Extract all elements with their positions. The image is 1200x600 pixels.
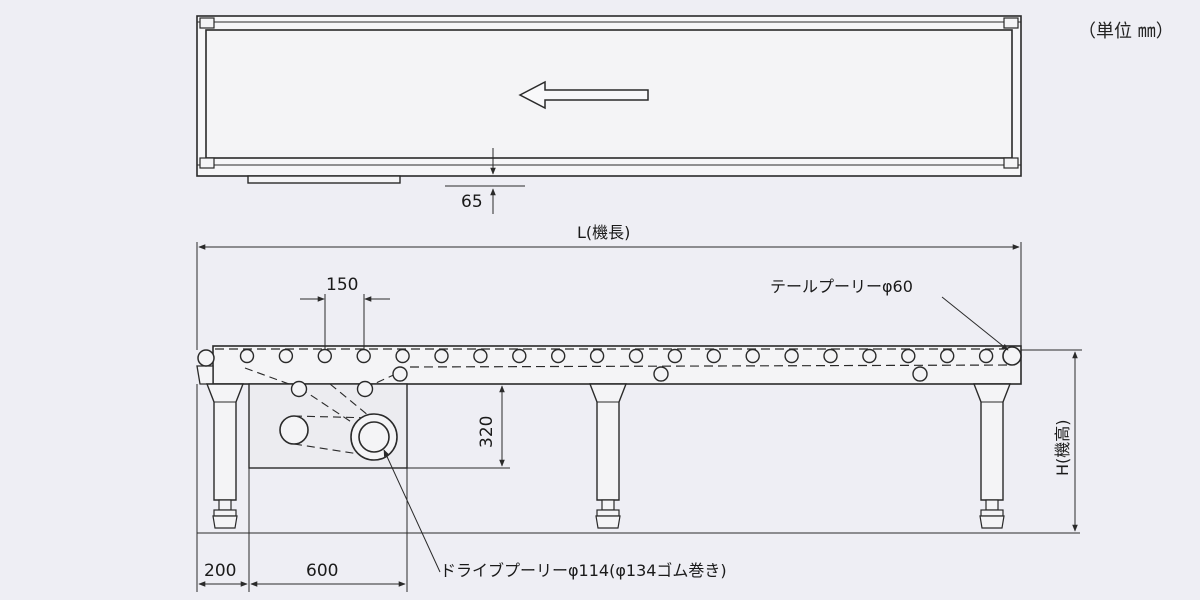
carrier-roller xyxy=(823,348,838,364)
motor-base-plate xyxy=(247,175,401,184)
carrier-rollers xyxy=(239,348,994,364)
carrier-roller xyxy=(978,348,994,364)
carrier-roller xyxy=(551,348,566,364)
pitch-dimension-150: 150 xyxy=(326,275,358,295)
unit-label: （単位 ㎜） xyxy=(1078,21,1174,42)
carrier-roller xyxy=(628,348,644,364)
carrier-roller xyxy=(434,348,449,364)
carrier-roller xyxy=(356,348,371,364)
carrier-roller xyxy=(512,348,527,364)
leg-right xyxy=(972,383,1012,529)
drive-pulley-label: ドライブプーリーφ114(φ134ゴム巻き) xyxy=(440,561,727,580)
side-view xyxy=(196,242,1082,592)
carrier-roller xyxy=(706,348,721,364)
drive-width-dimension-600: 600 xyxy=(306,561,338,581)
carrier-roller xyxy=(239,348,255,364)
carrier-roller xyxy=(317,348,332,364)
carrier-roller xyxy=(862,348,877,364)
drive-height-dimension-320: 320 xyxy=(477,416,497,448)
carrier-roller xyxy=(784,348,799,364)
idler-pulley xyxy=(279,415,309,445)
height-label: H(機高) xyxy=(1053,419,1072,476)
drive-pulley-inner xyxy=(358,421,390,453)
leg-middle xyxy=(588,383,628,529)
direction-arrow-icon xyxy=(518,80,649,110)
carrier-roller xyxy=(473,348,488,364)
side-frame xyxy=(212,345,1022,385)
tail-pulley-label: テールプーリーφ60 xyxy=(770,277,913,296)
tail-pulley xyxy=(1002,346,1022,366)
carrier-roller xyxy=(589,348,605,364)
carrier-roller xyxy=(745,348,760,364)
leg-left xyxy=(205,383,245,529)
carrier-roller xyxy=(395,348,410,364)
carrier-roller xyxy=(901,348,916,364)
top-view xyxy=(196,15,1022,214)
length-label: L(機長) xyxy=(577,223,630,242)
carrier-roller xyxy=(667,348,683,364)
carrier-roller xyxy=(278,348,294,364)
left-offset-dimension-200: 200 xyxy=(204,561,236,581)
offset-dimension-65: 65 xyxy=(461,192,483,212)
carrier-roller xyxy=(940,348,955,364)
